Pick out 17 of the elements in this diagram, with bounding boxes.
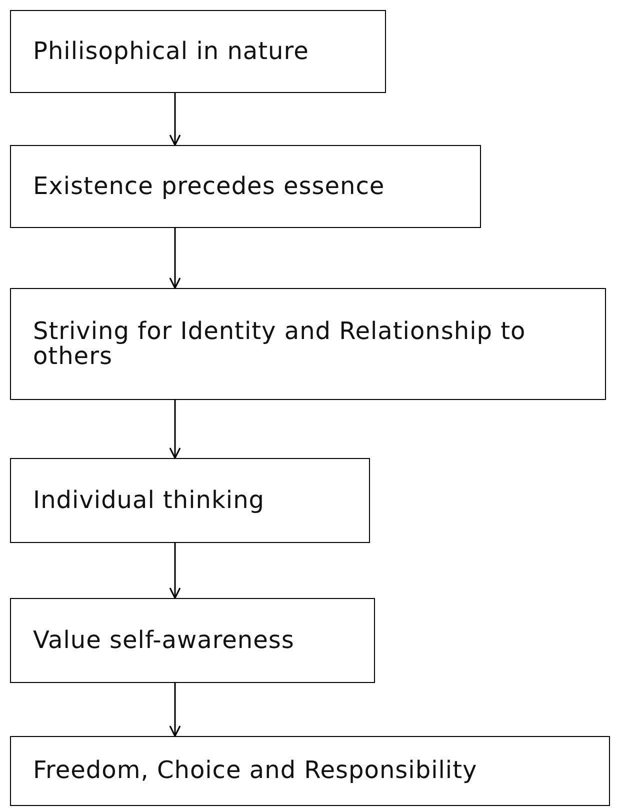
box-label: Philisophical in nature [33, 38, 309, 64]
process-box [10, 598, 375, 683]
arrow [169, 683, 181, 737]
box-label: Individual thinking [33, 488, 265, 514]
arrow [169, 93, 181, 146]
arrow [169, 228, 181, 289]
process-box [10, 458, 370, 543]
arrow [169, 400, 181, 459]
box-label: Striving for Identity and Relationship to others [33, 318, 527, 370]
box-label: Value self-awareness [33, 628, 294, 654]
box-label: Freedom, Choice and Responsibility [33, 758, 478, 784]
arrow [169, 543, 181, 599]
box-label: Existence precedes essence [33, 174, 385, 200]
process-box [10, 288, 606, 400]
process-box [10, 10, 386, 93]
process-box [10, 145, 481, 228]
process-box [10, 736, 610, 806]
